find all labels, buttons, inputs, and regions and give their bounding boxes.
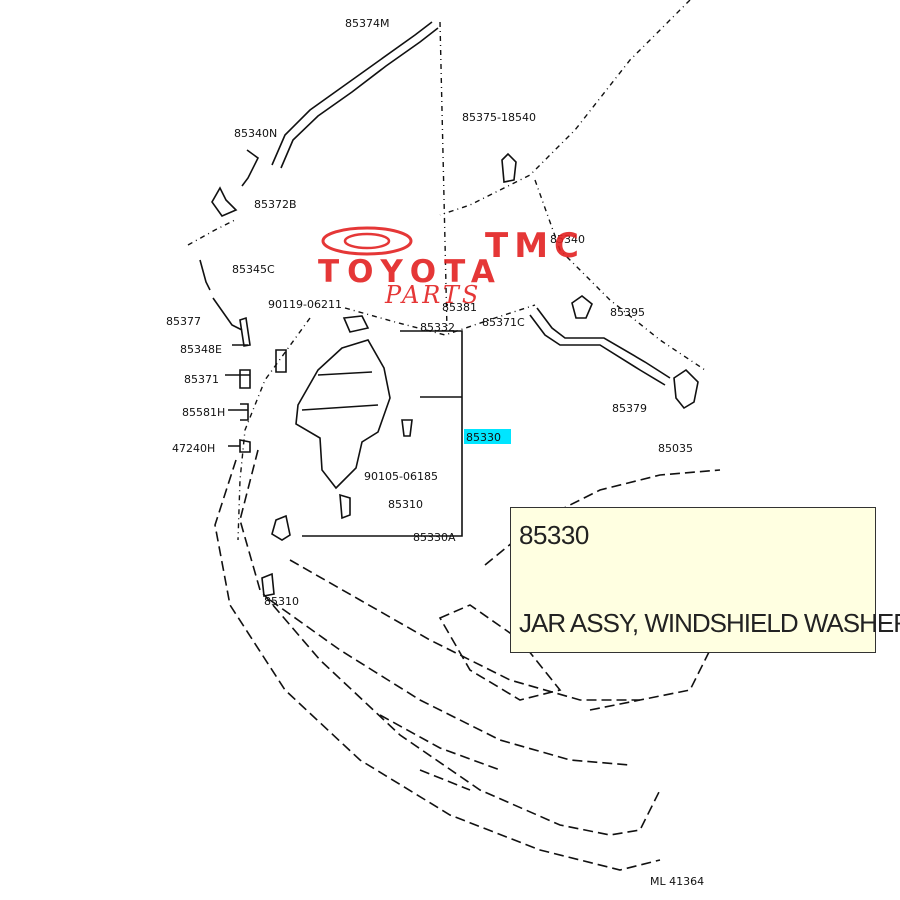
watermark-line3: PARTS	[384, 281, 481, 309]
part-glyph	[275, 349, 287, 373]
bumper-outline	[589, 649, 711, 711]
hood-outline	[344, 304, 536, 336]
label-nozzle-hose: 85379	[612, 402, 647, 415]
part-glyph	[225, 344, 251, 389]
callout-description: JAR ASSY, WINDSHIELD WASHER	[519, 608, 900, 638]
pump-plug	[501, 152, 517, 183]
label-inlet: 85332	[420, 321, 455, 334]
part-glyph	[228, 439, 251, 453]
hood-outline	[439, 21, 448, 331]
label-left-4: 85581H	[182, 406, 225, 419]
label-grommet-low: 85310	[388, 498, 423, 511]
callout-part-number: 85330	[519, 520, 589, 550]
bumper-outline	[214, 459, 661, 871]
watermark-line2: TOYOTA	[318, 254, 503, 290]
jar-pump	[339, 493, 351, 520]
washer-hose-top	[271, 21, 433, 166]
label-cap: 85381	[442, 301, 477, 314]
part-glyph	[271, 514, 291, 541]
left-hose	[199, 259, 243, 331]
label-hose-b: 85345C	[232, 263, 275, 276]
label-left-5: 47240H	[172, 442, 215, 455]
label-hose-a: 85340N	[234, 127, 277, 140]
right-hose	[536, 307, 671, 379]
right-hose	[529, 314, 666, 386]
bumper-outline	[438, 604, 562, 701]
hood-outline	[187, 219, 236, 246]
part-glyph	[239, 316, 251, 347]
label-pump-plug: 85375-18540	[462, 111, 536, 124]
part-info-callout: 85330 JAR ASSY, WINDSHIELD WASHER	[510, 507, 900, 653]
label-top-hose: 85374M	[345, 17, 389, 30]
hose-clip	[241, 149, 260, 187]
hood-outline	[439, 0, 691, 216]
part-glyph	[401, 419, 413, 437]
label-clip-right: 85371C	[482, 316, 525, 329]
label-bottom: 85310	[264, 595, 299, 608]
washer-jar-body	[301, 371, 379, 411]
jar-inlet	[342, 315, 370, 333]
hood-outline	[534, 179, 706, 371]
label-left-3: 85371	[184, 373, 219, 386]
label-left-1: 85377	[166, 315, 201, 328]
bumper-outline	[289, 559, 640, 701]
hose-bend	[211, 186, 238, 217]
clip-right	[571, 295, 593, 319]
callout-bracket	[302, 330, 463, 537]
label-hose-right: 85395	[610, 306, 645, 319]
highlight-box	[464, 429, 511, 444]
nozzle-shape	[673, 368, 699, 410]
watermark: TMC TOYOTA PARTS	[318, 226, 585, 309]
washer-hose-top	[280, 27, 439, 169]
label-figure-code: ML 41364	[650, 875, 704, 888]
label-jar-a: 85330A	[413, 531, 456, 544]
label-nozzle: 85035	[658, 442, 693, 455]
bumper-outline	[269, 599, 631, 766]
label-grommet: 85340	[550, 233, 585, 246]
washer-jar-body	[295, 339, 391, 490]
label-bolt-mid: 90105-06185	[364, 470, 438, 483]
watermark-emblem	[343, 232, 391, 250]
bumper-outline	[379, 714, 501, 791]
part-glyph	[228, 403, 249, 421]
label-hose-clip: 85372B	[254, 198, 297, 211]
label-left-2: 85348E	[180, 343, 222, 356]
watermark-emblem	[321, 226, 413, 256]
label-highlighted-part[interactable]: 85330	[466, 431, 501, 444]
part-glyph	[261, 572, 275, 597]
label-bolt-top: 90119-06211	[268, 298, 342, 311]
watermark-line1: TMC	[485, 226, 585, 266]
hood-outline	[237, 317, 311, 541]
bumper-outline	[239, 449, 661, 836]
